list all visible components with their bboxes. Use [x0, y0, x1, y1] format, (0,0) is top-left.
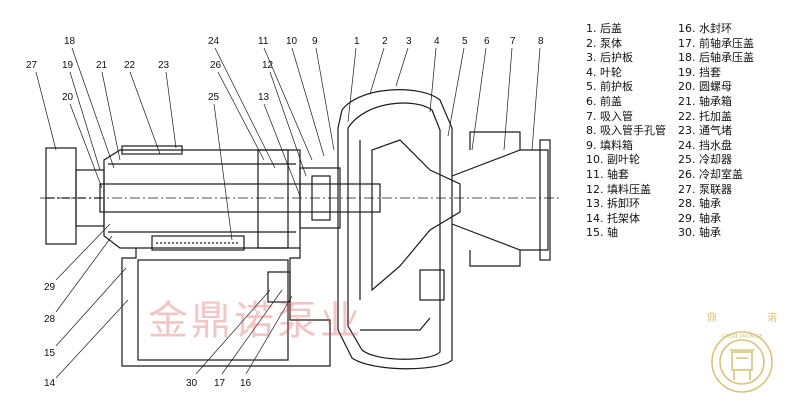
callout-29: 29 — [44, 282, 56, 293]
legend-item: 17. 前轴承压盖 — [678, 36, 754, 50]
callout-11: 11 — [258, 36, 269, 47]
legend-item: 1. 后盖 — [586, 22, 622, 35]
coupling — [45, 147, 77, 245]
leader-lines — [35, 47, 541, 379]
legend-item: 3. 后护板 — [586, 51, 633, 65]
callout-10: 10 — [286, 36, 298, 47]
legend-item: 28. 轴承 — [678, 197, 721, 211]
callout-2: 2 — [382, 36, 388, 47]
cooler — [151, 235, 245, 251]
legend-item: 24. 挡水盘 — [678, 138, 732, 152]
legend-item: 10. 副叶轮 — [586, 153, 640, 167]
logo-char-1: 鼎 — [707, 313, 717, 324]
watermark-text: 金鼎诺泵业 — [148, 298, 363, 344]
callout-20: 20 — [62, 92, 74, 103]
callout-12: 12 — [262, 60, 274, 71]
legend-item: 21. 轴承箱 — [678, 94, 732, 108]
callout-28: 28 — [44, 314, 56, 325]
callout-17: 17 — [214, 378, 226, 389]
callout-23: 23 — [158, 60, 170, 71]
legend-item: 12. 填料压盖 — [586, 182, 651, 196]
stuffing-box — [299, 167, 341, 229]
legend-item: 11. 轴套 — [586, 167, 629, 181]
callout-5: 5 — [462, 36, 468, 47]
callout-16: 16 — [240, 378, 252, 389]
impeller — [359, 139, 461, 300]
legend-item: 7. 吸入管 — [586, 109, 633, 123]
legend-item: 8. 吸入管手孔管 — [586, 124, 666, 138]
pump-casing — [337, 89, 453, 370]
legend-item: 15. 轴 — [586, 226, 618, 240]
legend-item: 25. 冷却器 — [678, 153, 732, 167]
legend-item: 18. 后轴承压盖 — [678, 51, 754, 65]
legend-item: 27. 泵联器 — [678, 182, 732, 196]
legend-item: 23. 通气堵 — [678, 124, 732, 138]
callout-7: 7 — [510, 36, 516, 47]
legend-item: 14. 托架体 — [586, 211, 640, 225]
legend-item: 22. 托加盖 — [678, 109, 732, 123]
legend-item: 30. 轴承 — [678, 226, 721, 240]
callout-26: 26 — [210, 60, 222, 71]
frame — [121, 248, 331, 367]
legend-item: 13. 拆卸环 — [586, 197, 640, 211]
legend-item: 20. 圆螺母 — [678, 80, 732, 94]
callout-8: 8 — [538, 36, 544, 47]
suction-pipe — [451, 149, 549, 251]
legend-item: 9. 填料箱 — [586, 138, 633, 152]
callout-18: 18 — [64, 36, 76, 47]
callout-13: 13 — [258, 92, 270, 103]
callout-15: 15 — [44, 348, 56, 359]
legend-item: 6. 前盖 — [586, 94, 622, 108]
bearing-housing — [103, 149, 301, 249]
callout-numbers: 18 24 11 10 9 1 2 3 4 5 6 7 8 27 19 21 2… — [26, 36, 544, 389]
bearing-cover — [121, 145, 183, 155]
callout-9: 9 — [312, 36, 318, 47]
legend-item: 5. 前护板 — [586, 80, 633, 94]
callout-3: 3 — [406, 36, 412, 47]
callout-4: 4 — [434, 36, 440, 47]
callout-25: 25 — [208, 92, 220, 103]
legend-item: 2. 泵体 — [586, 36, 622, 50]
legend-item: 4. 叶轮 — [586, 65, 622, 79]
callout-30: 30 — [186, 378, 198, 389]
callout-14: 14 — [44, 378, 56, 389]
logo-chars: 鼎 诺 — [701, 309, 783, 324]
pump-outline — [40, 89, 560, 370]
logo-ring-text: GREAT PROMISE — [722, 334, 763, 340]
company-logo: GREAT PROMISE — [711, 331, 773, 393]
callout-24: 24 — [208, 36, 220, 47]
legend-item: 19. 挡套 — [678, 65, 721, 79]
parts-legend: 1. 后盖 2. 泵体 3. 后护板 4. 叶轮 5. 前护板 6. 前盖 7.… — [586, 22, 796, 252]
legend-item: 29. 轴承 — [678, 211, 721, 225]
callout-19: 19 — [62, 60, 74, 71]
logo-char-2: 诺 — [767, 313, 777, 324]
callout-21: 21 — [96, 60, 108, 71]
callout-22: 22 — [124, 60, 136, 71]
callout-6: 6 — [484, 36, 490, 47]
callout-1: 1 — [354, 36, 360, 47]
legend-item: 16. 水封环 — [678, 22, 732, 35]
callout-27: 27 — [26, 60, 38, 71]
legend-item: 26. 冷却室盖 — [678, 167, 743, 181]
